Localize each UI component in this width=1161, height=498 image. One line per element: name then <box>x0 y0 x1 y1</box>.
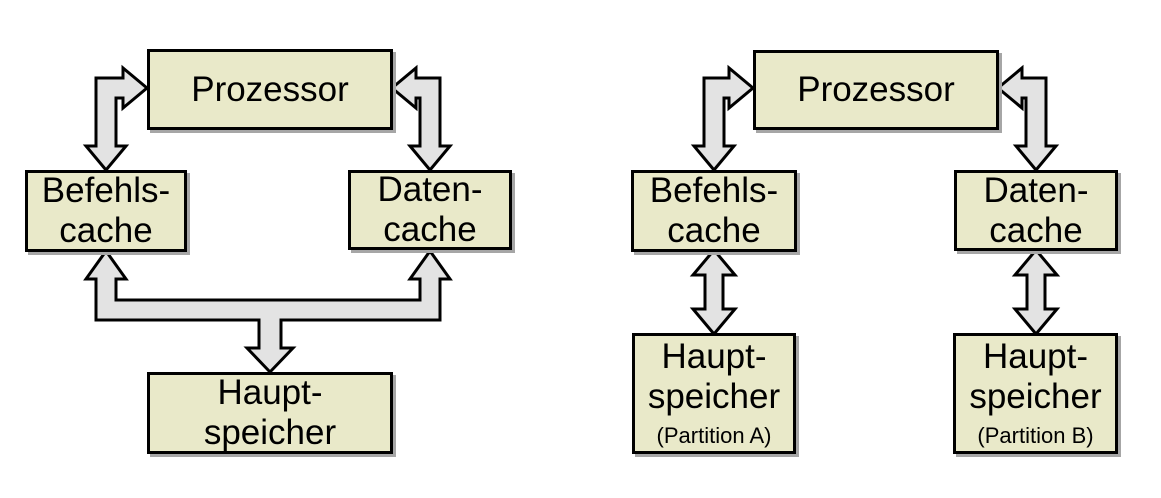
left-diagram-caches-memory-fork-arrow <box>83 248 453 375</box>
right-memory-b-label-line2: speicher <box>969 377 1102 416</box>
right-diagram-icache-memory-a-double-arrow <box>689 247 739 337</box>
right-memory-a-label-line1: Haupt- <box>661 337 767 376</box>
right-data-cache-box: Daten- cache <box>954 170 1118 251</box>
right-processor-box: Prozessor <box>753 50 999 130</box>
left-instruction-cache-label-line1: Befehls- <box>41 171 171 210</box>
right-processor-label: Prozessor <box>797 70 955 109</box>
left-main-memory-label-line1: Haupt- <box>217 373 323 412</box>
right-data-cache-label-line2: cache <box>989 210 1083 250</box>
right-instruction-cache-label-line2: cache <box>667 211 761 250</box>
right-memory-b-label-line1: Haupt- <box>982 337 1089 376</box>
left-instruction-cache-box: Befehls- cache <box>25 170 187 252</box>
right-data-cache-label-line1: Daten- <box>983 170 1089 210</box>
right-diagram-dcache-memory-b-double-arrow <box>1011 247 1061 337</box>
right-memory-a-partition-note: (Partition A) <box>656 423 772 448</box>
right-memory-b-partition-note: (Partition B) <box>977 423 1094 448</box>
left-data-cache-box: Daten- cache <box>348 170 512 250</box>
left-diagram-processor-icache-double-arrow <box>82 64 150 173</box>
left-main-memory-label-line2: speicher <box>203 413 337 452</box>
left-data-cache-label-line1: Daten- <box>377 170 483 209</box>
left-diagram-processor-dcache-double-arrow <box>389 64 454 173</box>
right-diagram-processor-icache-double-arrow <box>690 64 756 173</box>
right-instruction-cache-label-line1: Befehls- <box>649 171 779 210</box>
left-instruction-cache-label-line2: cache <box>59 211 153 250</box>
right-memory-a-label-line2: speicher <box>647 377 781 416</box>
left-processor-label: Prozessor <box>191 69 349 109</box>
right-main-memory-partition-b-box: Haupt- speicher (Partition B) <box>953 333 1118 454</box>
right-instruction-cache-box: Befehls- cache <box>631 170 797 252</box>
right-diagram-processor-dcache-double-arrow <box>995 64 1060 173</box>
left-processor-box: Prozessor <box>147 49 393 130</box>
left-data-cache-label-line2: cache <box>383 210 477 249</box>
right-main-memory-partition-a-box: Haupt- speicher (Partition A) <box>632 333 796 454</box>
left-main-memory-box: Haupt- speicher <box>147 372 393 454</box>
